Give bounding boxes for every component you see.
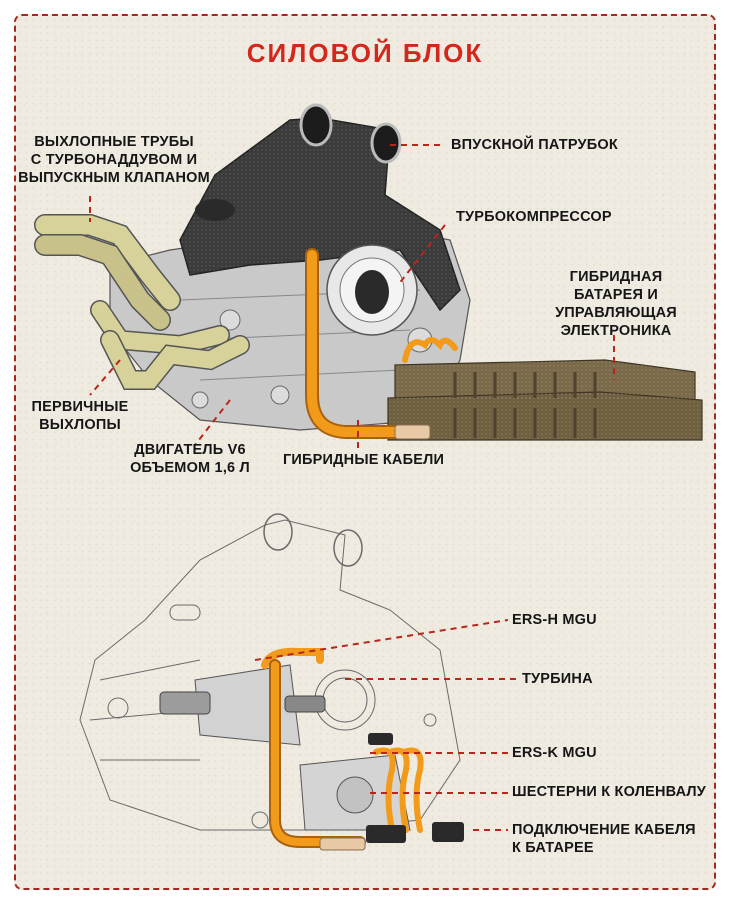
label-line: ВЫХЛОПНЫЕ ТРУБЫ [34, 134, 194, 150]
label-ers-h-mgu: ERS-H MGU [512, 612, 597, 628]
label-intake: ВПУСКНОЙ ПАТРУБОК [451, 137, 618, 153]
label-turbocharger: ТУРБОКОМПРЕССОР [456, 209, 612, 225]
intake-trumpet-right [370, 122, 402, 164]
bottom-leader-lines [254, 619, 518, 831]
bottom-hybrid-cables [261, 647, 464, 851]
label-line: ПОДКЛЮЧЕНИЕ КАБЕЛЯ [512, 822, 696, 838]
label-line: ВЫПУСКНЫМ КЛАПАНОМ [18, 170, 210, 186]
label-hybrid-cables: ГИБРИДНЫЕ КАБЕЛИ [283, 452, 445, 468]
label-engine: ДВИГАТЕЛЬ V6 ОБЪЕМОМ 1,6 Л [128, 441, 252, 477]
ers-k-mgu [299, 754, 411, 831]
label-line: ОБЪЕМОМ 1,6 Л [130, 460, 250, 476]
label-crankshaft-gears: ШЕСТЕРНИ К КОЛЕНВАЛУ [512, 784, 707, 800]
label-turbine: ТУРБИНА [522, 671, 593, 687]
hybrid-cables [305, 248, 458, 440]
hybrid-battery [387, 359, 703, 441]
label-line: ВЫХЛОПЫ [39, 417, 121, 433]
airbox-outline [79, 519, 461, 831]
label-primary-exhaust: ПЕРВИЧНЫЕ ВЫХЛОПЫ [28, 398, 132, 434]
label-line: С ТУРБОНАДДУВОМ И [30, 152, 198, 168]
page-title: СИЛОВОЙ БЛОК [246, 38, 484, 68]
label-line: УПРАВЛЯЮЩАЯ [555, 305, 677, 321]
intake-trumpet-left [299, 103, 333, 147]
label-line: К БАТАРЕЕ [512, 840, 594, 856]
label-line: ПЕРВИЧНЫЕ [31, 399, 129, 415]
turbocharger [326, 244, 418, 336]
label-line: БАТАРЕЯ И [573, 287, 659, 303]
label-line: ГИБРИДНАЯ [569, 269, 663, 285]
exhaust-pipes [34, 214, 250, 390]
label-line: ЭЛЕКТРОНИКА [560, 323, 672, 339]
label-battery: ГИБРИДНАЯ БАТАРЕЯ И УПРАВЛЯЮЩАЯ ЭЛЕКТРОН… [550, 268, 682, 340]
top-leader-lines [89, 144, 615, 448]
ers-h-mgu [159, 664, 326, 746]
label-exhaust-turbo: ВЫХЛОПНЫЕ ТРУБЫ С ТУРБОНАДДУВОМ И ВЫПУСК… [14, 133, 214, 187]
top-engine-assembly [34, 103, 703, 441]
label-battery-connection: ПОДКЛЮЧЕНИЕ КАБЕЛЯ К БАТАРЕЕ [512, 821, 696, 857]
label-ers-k-mgu: ERS-K MGU [512, 745, 597, 761]
label-line: ДВИГАТЕЛЬ V6 [134, 442, 246, 458]
